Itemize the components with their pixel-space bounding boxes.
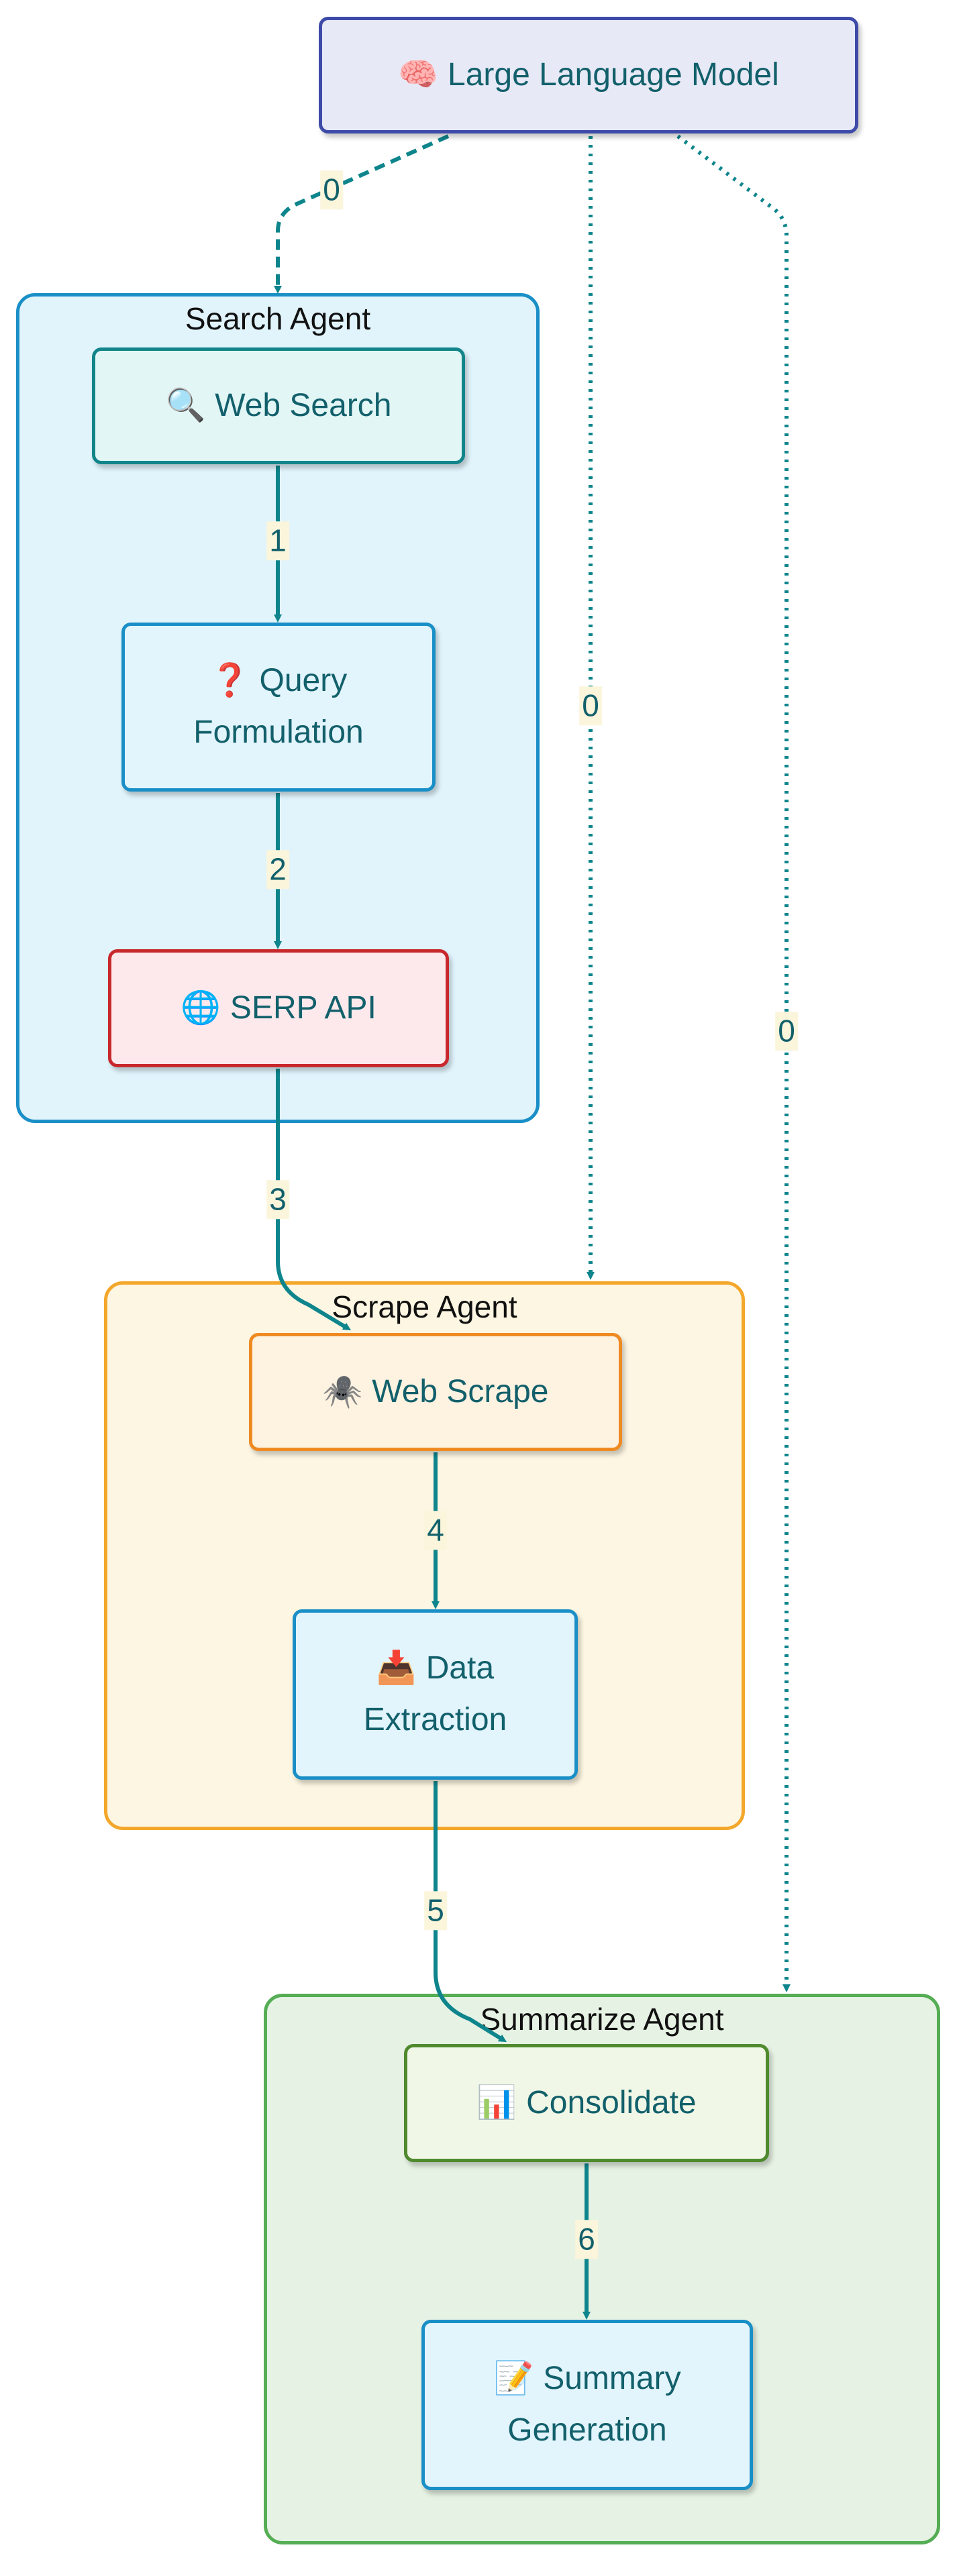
edge-label-consolidate-summary: 6 — [575, 2220, 598, 2259]
edge-label-llm-summarize: 0 — [775, 1012, 798, 1051]
summary-generation-label: Summary Generation — [507, 2361, 681, 2448]
llm-node[interactable]: 🧠Large Language Model — [319, 17, 858, 133]
brain-icon: 🧠 — [398, 56, 439, 93]
globe-icon: 🌐 — [181, 989, 221, 1026]
query-formulation-node[interactable]: ❓Query Formulation — [121, 623, 436, 792]
query-formulation-label: Query Formulation — [193, 663, 364, 750]
llm-label: Large Language Model — [448, 56, 779, 93]
search-agent-title: Search Agent — [185, 301, 371, 336]
edge-extract-to-consolidate — [434, 1781, 507, 2043]
edge-llm-to-web-search — [274, 134, 450, 294]
question-icon: ❓ — [209, 663, 250, 699]
bar-chart-icon: 📊 — [476, 2084, 517, 2121]
summarize-agent-title: Summarize Agent — [480, 2002, 724, 2037]
serp-api-label: SERP API — [230, 989, 376, 1026]
web-search-label: Web Search — [215, 387, 392, 423]
data-extraction-label: Data Extraction — [363, 1650, 507, 1737]
summary-generation-node[interactable]: 📝Summary Generation — [421, 2320, 753, 2490]
edge-label-scrape-extract: 4 — [424, 1511, 447, 1550]
memo-icon: 📝 — [493, 2361, 534, 2397]
spider-icon: 🕷️ — [322, 1373, 363, 1409]
data-extraction-node[interactable]: 📥Data Extraction — [293, 1609, 578, 1780]
web-scrape-node[interactable]: 🕷️Web Scrape — [249, 1333, 622, 1451]
edge-label-llm-search: 0 — [320, 170, 343, 209]
edge-llm-to-consolidate — [676, 134, 791, 1992]
edge-label-search-query: 1 — [266, 521, 289, 560]
scrape-agent-title: Scrape Agent — [332, 1289, 517, 1324]
serp-api-node[interactable]: 🌐SERP API — [108, 949, 449, 1067]
magnifier-icon: 🔍 — [165, 387, 206, 423]
edge-label-extract-consolidate: 5 — [424, 1891, 447, 1930]
edge-label-query-serp: 2 — [266, 850, 289, 889]
consolidate-label: Consolidate — [526, 2084, 697, 2121]
edge-label-llm-scrape: 0 — [579, 686, 602, 725]
web-search-node[interactable]: 🔍Web Search — [92, 347, 465, 464]
web-scrape-label: Web Scrape — [372, 1373, 549, 1409]
consolidate-node[interactable]: 📊Consolidate — [404, 2044, 769, 2162]
edge-label-serp-scrape: 3 — [266, 1180, 289, 1219]
inbox-tray-icon: 📥 — [376, 1650, 417, 1686]
edge-serp-to-web-scrape — [276, 1069, 352, 1331]
